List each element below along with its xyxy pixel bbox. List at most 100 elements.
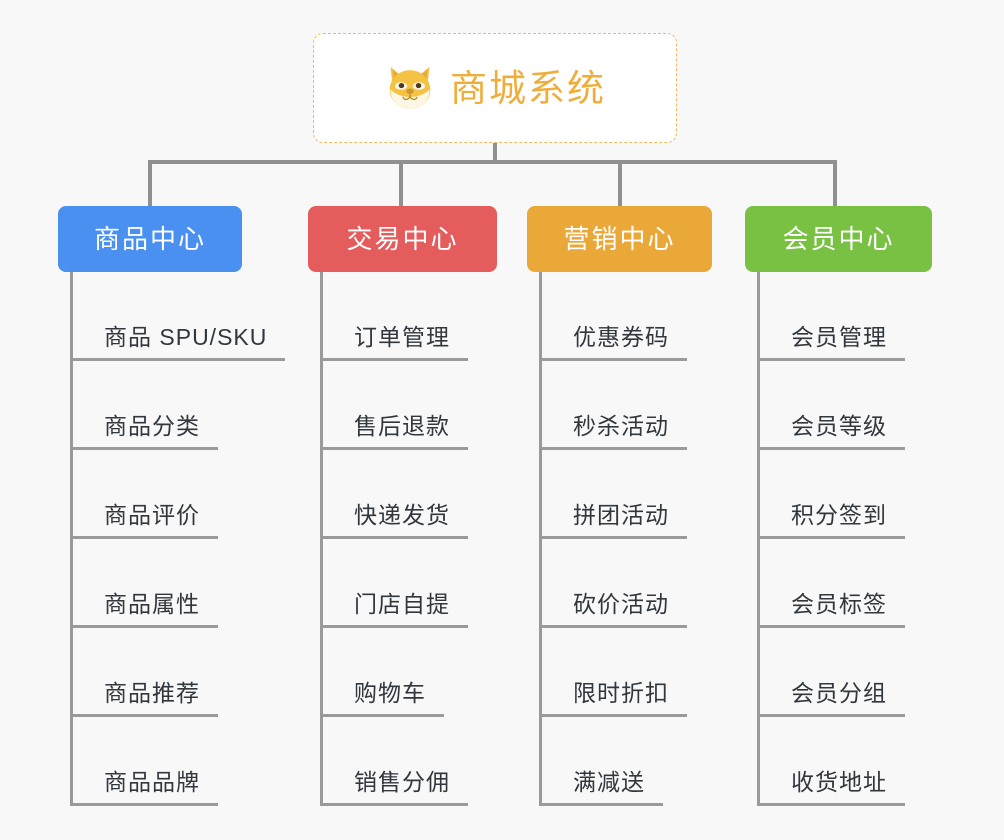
leaf-item-label: 商品评价 <box>104 501 200 528</box>
leaf-item[interactable]: 商品推荐 <box>58 628 242 717</box>
leaf-item[interactable]: 商品评价 <box>58 450 242 539</box>
leaf-item[interactable]: 商品属性 <box>58 539 242 628</box>
leaf-item[interactable]: 收货地址 <box>745 717 932 806</box>
category-header-label: 会员中心 <box>782 224 895 254</box>
connector-vertical-trunk <box>757 272 760 806</box>
leaf-item-label: 商品属性 <box>104 590 200 617</box>
connector-vertical-trunk <box>320 272 323 806</box>
connector-drop-3 <box>618 160 622 207</box>
leaf-list-4: 会员管理会员等级积分签到会员标签会员分组收货地址 <box>745 272 932 806</box>
category-column-2: 交易中心订单管理售后退款快递发货门店自提购物车销售分佣 <box>308 206 497 806</box>
leaf-item-underline: 商品推荐 <box>70 679 218 717</box>
leaf-item-label: 购物车 <box>354 679 426 706</box>
leaf-item-label: 限时折扣 <box>573 679 669 706</box>
leaf-item[interactable]: 秒杀活动 <box>527 361 712 450</box>
connector-vertical-trunk <box>70 272 73 806</box>
leaf-item[interactable]: 积分签到 <box>745 450 932 539</box>
leaf-item-label: 售后退款 <box>354 412 450 439</box>
leaf-item-underline: 秒杀活动 <box>539 412 687 450</box>
leaf-item-underline: 会员分组 <box>757 679 905 717</box>
leaf-item-underline: 商品属性 <box>70 590 218 628</box>
leaf-item-label: 收货地址 <box>791 768 887 795</box>
connector-vertical-trunk <box>539 272 542 806</box>
leaf-item[interactable]: 商品 SPU/SKU <box>58 272 286 361</box>
leaf-item-underline: 限时折扣 <box>539 679 687 717</box>
leaf-item-label: 门店自提 <box>354 590 450 617</box>
leaf-item[interactable]: 会员标签 <box>745 539 932 628</box>
leaf-item[interactable]: 订单管理 <box>308 272 497 361</box>
leaf-item-label: 满减送 <box>573 768 645 795</box>
leaf-list-2: 订单管理售后退款快递发货门店自提购物车销售分佣 <box>308 272 497 806</box>
leaf-list-3: 优惠券码秒杀活动拼团活动砍价活动限时折扣满减送 <box>527 272 712 806</box>
leaf-item-underline: 会员管理 <box>757 323 905 361</box>
leaf-item-label: 商品分类 <box>104 412 200 439</box>
leaf-item[interactable]: 商品品牌 <box>58 717 242 806</box>
category-column-3: 营销中心优惠券码秒杀活动拼团活动砍价活动限时折扣满减送 <box>527 206 712 806</box>
category-column-4: 会员中心会员管理会员等级积分签到会员标签会员分组收货地址 <box>745 206 932 806</box>
shiba-dog-face-icon <box>389 66 431 110</box>
category-header-2[interactable]: 交易中心 <box>308 206 497 272</box>
category-header-label: 商品中心 <box>93 224 206 254</box>
leaf-item[interactable]: 优惠券码 <box>527 272 712 361</box>
leaf-item-underline: 拼团活动 <box>539 501 687 539</box>
connector-drop-2 <box>399 160 403 207</box>
leaf-item[interactable]: 商品分类 <box>58 361 242 450</box>
leaf-item-underline: 门店自提 <box>320 590 468 628</box>
root-node[interactable]: 商城系统 <box>313 33 677 143</box>
category-column-1: 商品中心商品 SPU/SKU 商品分类商品评价商品属性商品推荐商品品牌 <box>58 206 286 806</box>
connector-drop-1 <box>148 160 152 207</box>
leaf-item-label: 积分签到 <box>791 501 887 528</box>
leaf-item-label: 优惠券码 <box>573 323 669 350</box>
leaf-item-underline: 商品 SPU/SKU <box>70 323 286 361</box>
leaf-item[interactable]: 拼团活动 <box>527 450 712 539</box>
leaf-item-underline: 优惠券码 <box>539 323 687 361</box>
leaf-item[interactable]: 快递发货 <box>308 450 497 539</box>
leaf-item[interactable]: 砍价活动 <box>527 539 712 628</box>
leaf-item-underline: 商品评价 <box>70 501 218 539</box>
leaf-item[interactable]: 满减送 <box>527 717 712 806</box>
leaf-item-underline: 砍价活动 <box>539 590 687 628</box>
leaf-item-label: 拼团活动 <box>573 501 669 528</box>
leaf-item[interactable]: 会员等级 <box>745 361 932 450</box>
leaf-item-label: 快递发货 <box>354 501 450 528</box>
root-title: 商城系统 <box>450 67 606 109</box>
leaf-item-label: 会员等级 <box>791 412 887 439</box>
leaf-item-underline: 积分签到 <box>757 501 905 539</box>
connector-root-stem <box>493 143 497 163</box>
leaf-item-label: 秒杀活动 <box>573 412 669 439</box>
leaf-item-label: 商品 SPU/SKU <box>104 323 268 350</box>
leaf-item[interactable]: 会员管理 <box>745 272 932 361</box>
category-header-4[interactable]: 会员中心 <box>745 206 932 272</box>
leaf-item-label: 订单管理 <box>354 323 450 350</box>
leaf-item-label: 会员分组 <box>791 679 887 706</box>
leaf-item-underline: 会员标签 <box>757 590 905 628</box>
connector-drop-4 <box>833 160 837 207</box>
leaf-item-underline: 销售分佣 <box>320 768 468 806</box>
leaf-item-underline: 会员等级 <box>757 412 905 450</box>
leaf-item[interactable]: 限时折扣 <box>527 628 712 717</box>
leaf-item-underline: 满减送 <box>539 768 663 806</box>
leaf-item-underline: 商品品牌 <box>70 768 218 806</box>
leaf-item-label: 会员管理 <box>791 323 887 350</box>
leaf-item-underline: 购物车 <box>320 679 444 717</box>
leaf-item-label: 销售分佣 <box>354 768 450 795</box>
category-header-1[interactable]: 商品中心 <box>58 206 242 272</box>
leaf-item-underline: 快递发货 <box>320 501 468 539</box>
leaf-item-label: 商品品牌 <box>104 768 200 795</box>
leaf-item[interactable]: 会员分组 <box>745 628 932 717</box>
leaf-item[interactable]: 售后退款 <box>308 361 497 450</box>
connector-horizontal-bus <box>148 160 836 164</box>
leaf-item-underline: 售后退款 <box>320 412 468 450</box>
leaf-item-label: 会员标签 <box>791 590 887 617</box>
category-header-label: 交易中心 <box>346 224 459 254</box>
leaf-item-label: 商品推荐 <box>104 679 200 706</box>
leaf-item-label: 砍价活动 <box>573 590 669 617</box>
leaf-item[interactable]: 销售分佣 <box>308 717 497 806</box>
leaf-item[interactable]: 购物车 <box>308 628 497 717</box>
category-header-label: 营销中心 <box>563 224 676 254</box>
category-header-3[interactable]: 营销中心 <box>527 206 712 272</box>
leaf-item[interactable]: 门店自提 <box>308 539 497 628</box>
leaf-item-underline: 商品分类 <box>70 412 218 450</box>
leaf-item-underline: 收货地址 <box>757 768 905 806</box>
